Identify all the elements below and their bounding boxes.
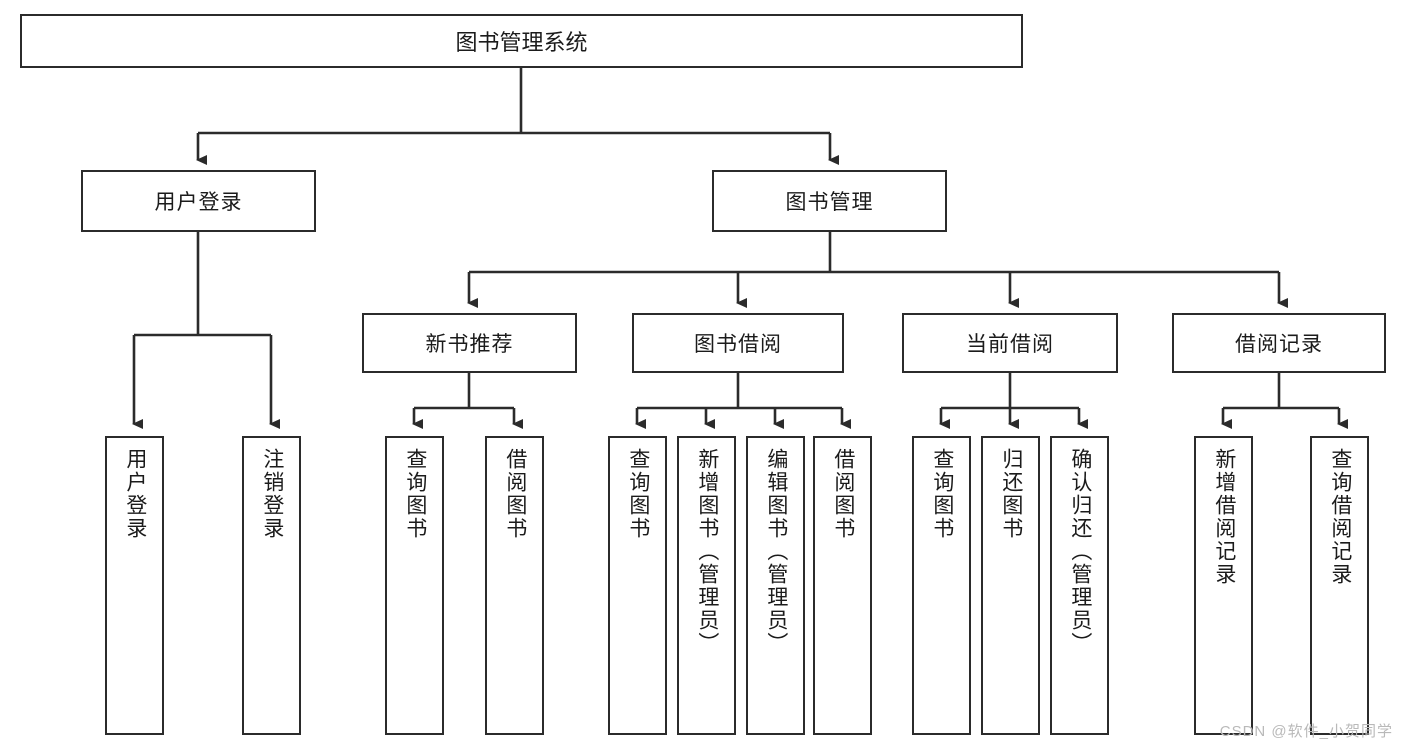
node-borrow-record-label: 借阅记录 — [1235, 333, 1323, 356]
leaf-user-login-login[interactable]: 用户登录 — [105, 436, 164, 735]
node-root[interactable]: 图书管理系统 — [20, 14, 1023, 68]
node-new-book-recommend-label: 新书推荐 — [425, 333, 514, 356]
node-user-login-label: 用户登录 — [154, 191, 243, 214]
node-book-management-label: 图书管理 — [785, 191, 874, 214]
leaf-label: 新增图书（管理员） — [695, 448, 719, 655]
leaf-book-borrow-edit[interactable]: 编辑图书（管理员） — [746, 436, 805, 735]
node-book-borrow[interactable]: 图书借阅 — [632, 313, 844, 373]
node-book-management[interactable]: 图书管理 — [712, 170, 947, 232]
leaf-label: 确认归还（管理员） — [1068, 448, 1092, 655]
leaf-label: 查询借阅记录 — [1328, 448, 1352, 586]
leaf-label: 查询图书 — [930, 448, 954, 540]
leaf-label: 用户登录 — [123, 448, 147, 540]
leaf-label: 借阅图书 — [503, 448, 527, 540]
leaf-new-book-query[interactable]: 查询图书 — [385, 436, 444, 735]
leaf-current-borrow-return[interactable]: 归还图书 — [981, 436, 1040, 735]
watermark: CSDN @软件_小贺同学 — [1219, 723, 1393, 740]
node-book-borrow-label: 图书借阅 — [694, 333, 782, 356]
node-user-login[interactable]: 用户登录 — [81, 170, 316, 232]
node-current-borrow-label: 当前借阅 — [966, 333, 1054, 356]
leaf-label: 归还图书 — [999, 448, 1023, 540]
leaf-user-login-logout[interactable]: 注销登录 — [242, 436, 301, 735]
leaf-current-borrow-confirm[interactable]: 确认归还（管理员） — [1050, 436, 1109, 735]
leaf-book-borrow-borrow[interactable]: 借阅图书 — [813, 436, 872, 735]
leaf-label: 查询图书 — [626, 448, 650, 540]
leaf-new-book-borrow[interactable]: 借阅图书 — [485, 436, 544, 735]
leaf-label: 新增借阅记录 — [1212, 448, 1236, 586]
leaf-book-borrow-add[interactable]: 新增图书（管理员） — [677, 436, 736, 735]
node-borrow-record[interactable]: 借阅记录 — [1172, 313, 1386, 373]
node-new-book-recommend[interactable]: 新书推荐 — [362, 313, 577, 373]
node-current-borrow[interactable]: 当前借阅 — [902, 313, 1118, 373]
leaf-book-borrow-query[interactable]: 查询图书 — [608, 436, 667, 735]
leaf-label: 借阅图书 — [831, 448, 855, 540]
leaf-borrow-record-add[interactable]: 新增借阅记录 — [1194, 436, 1253, 735]
leaf-label: 编辑图书（管理员） — [764, 448, 788, 655]
node-root-label: 图书管理系统 — [455, 30, 588, 55]
leaf-borrow-record-query[interactable]: 查询借阅记录 — [1310, 436, 1369, 735]
leaf-label: 查询图书 — [403, 448, 427, 540]
leaf-current-borrow-query[interactable]: 查询图书 — [912, 436, 971, 735]
leaf-label: 注销登录 — [260, 448, 284, 540]
